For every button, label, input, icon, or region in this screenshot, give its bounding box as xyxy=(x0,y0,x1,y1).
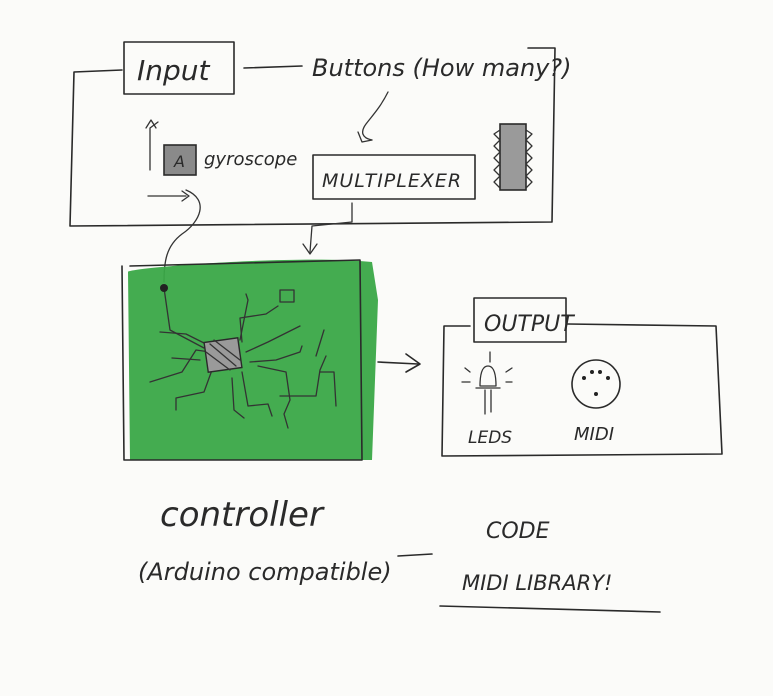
multiplexer-chip-icon xyxy=(493,123,533,191)
multiplexer-box xyxy=(312,154,476,200)
gyroscope-chip-icon xyxy=(145,119,197,202)
controller-label: controller xyxy=(160,495,325,535)
controller-code-dash xyxy=(397,553,433,557)
input-box xyxy=(123,41,235,95)
controller-sub-label: (Arduino compatible) xyxy=(138,558,392,586)
microcontroller-chip-icon xyxy=(203,336,243,374)
led-icon xyxy=(461,351,513,415)
multiplexer-label: MULTIPLEXER xyxy=(322,170,462,192)
mux-arrow-head xyxy=(302,243,318,255)
mux-to-board-arrow xyxy=(309,202,353,253)
buttons-arrow xyxy=(361,91,389,141)
leds-label: LEDS xyxy=(468,428,512,448)
midi-label: MIDI xyxy=(574,424,614,445)
buttons-label: Buttons (How many?) xyxy=(312,54,571,82)
controller-board xyxy=(121,259,378,461)
gyro-chip-letter: A xyxy=(173,152,185,171)
gyroscope-label: gyroscope xyxy=(204,149,297,170)
midi-library-label: MIDI LIBRARY! xyxy=(462,571,612,595)
buttons-arrow-head xyxy=(357,131,373,143)
midi-connector-icon xyxy=(571,359,621,409)
output-box xyxy=(473,297,567,343)
input-label: Input xyxy=(137,54,211,87)
input-buttons-connector xyxy=(243,65,303,69)
output-label: OUTPUT xyxy=(484,312,575,337)
input-enclosure xyxy=(69,47,556,227)
output-arrow-head xyxy=(405,353,421,373)
midi-library-underline xyxy=(439,605,661,613)
board-to-output-arrow xyxy=(377,361,419,365)
code-label: CODE xyxy=(486,519,550,544)
output-panel xyxy=(441,323,723,457)
circuit-traces xyxy=(149,284,337,429)
